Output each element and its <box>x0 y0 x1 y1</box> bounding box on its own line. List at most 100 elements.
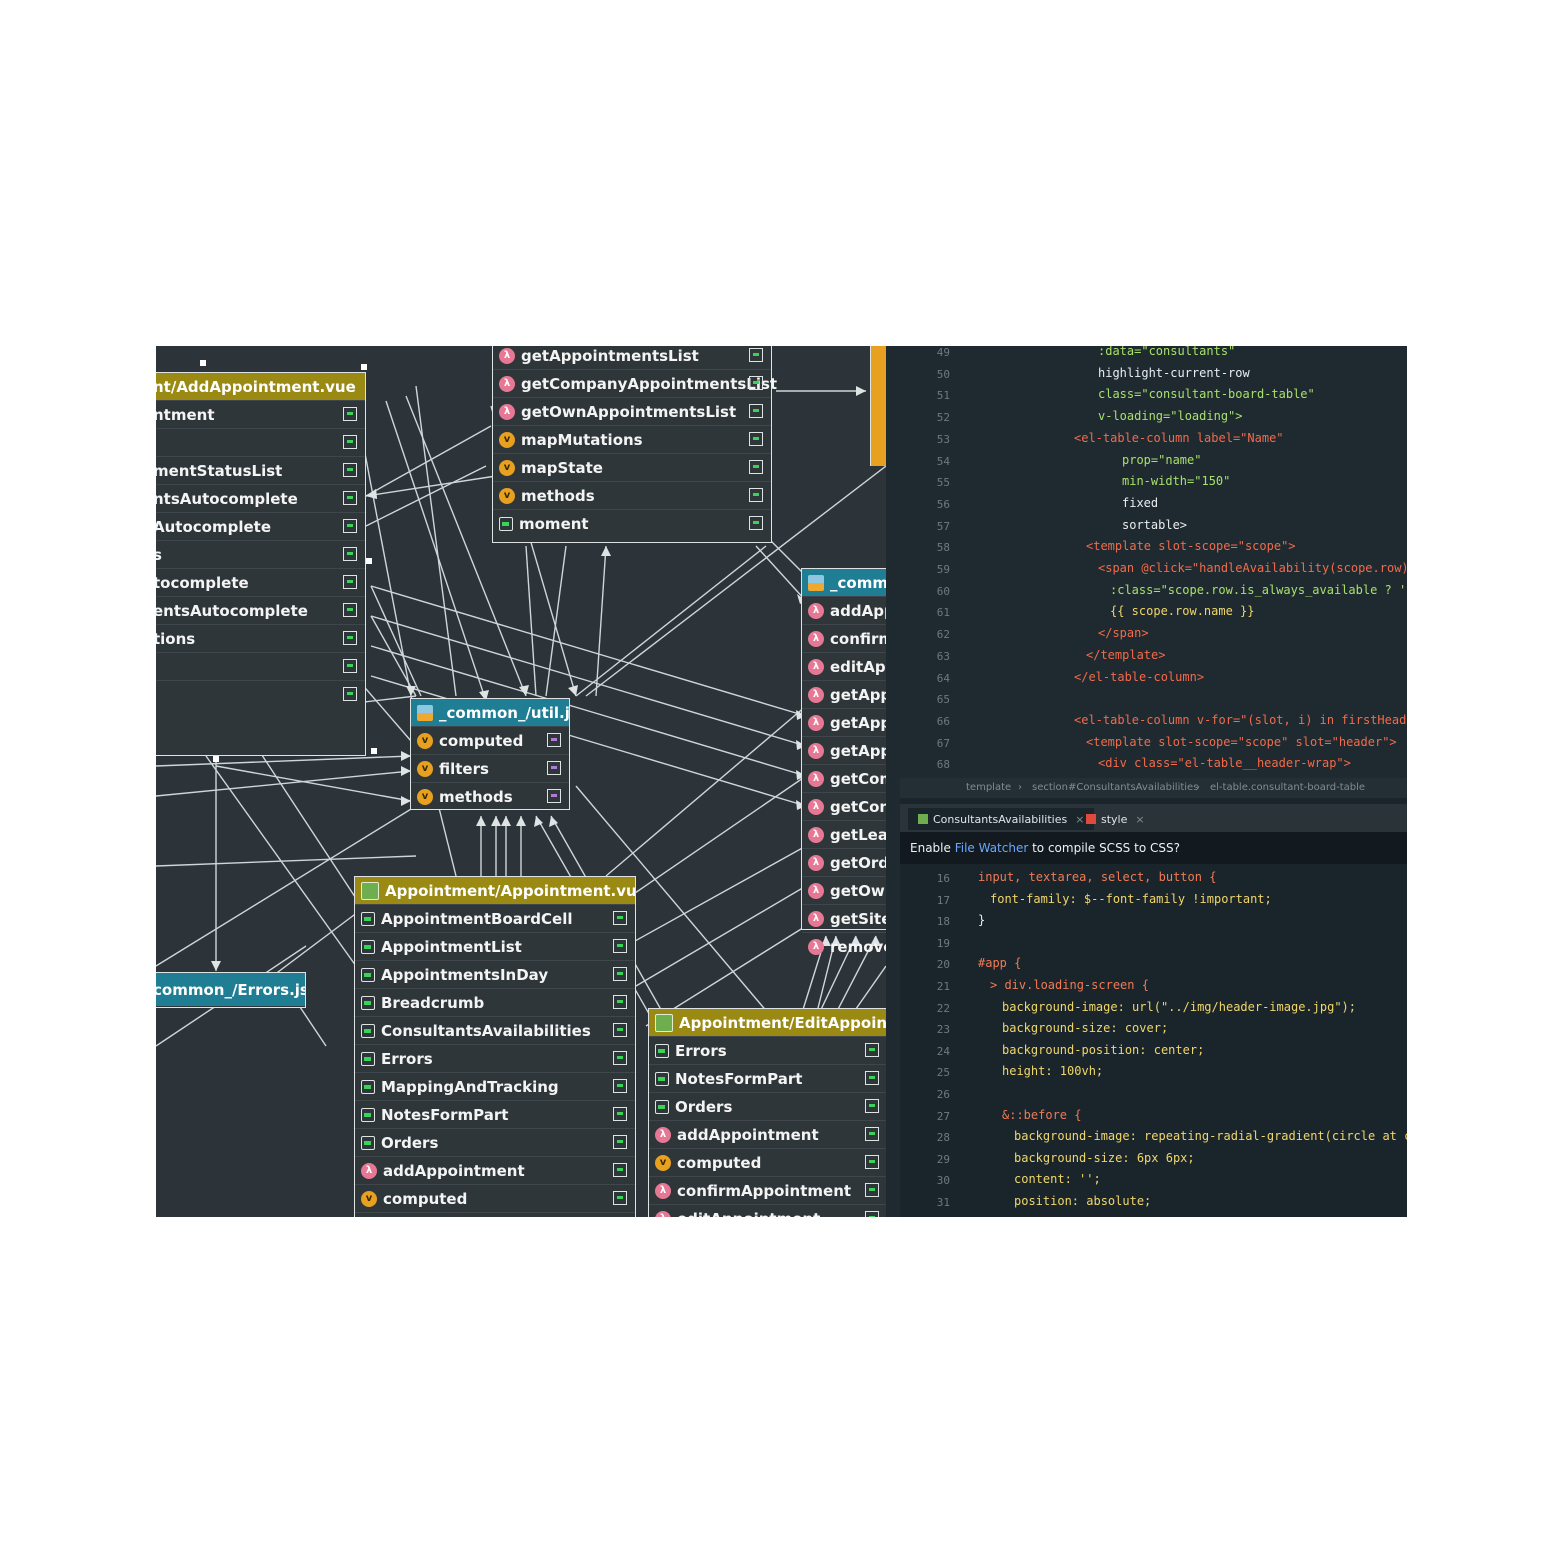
node-row[interactable]: Orders <box>649 1092 886 1120</box>
code-line[interactable]: <div class="el-table__header-wrap"> <box>1098 756 1351 771</box>
export-icon[interactable] <box>865 1043 879 1057</box>
export-icon[interactable] <box>343 435 357 449</box>
tab-style[interactable]: style × <box>1076 808 1155 830</box>
node-row[interactable] <box>156 652 365 680</box>
code-line[interactable]: min-width="150" <box>1122 474 1231 489</box>
code-line[interactable]: background-size: cover; <box>1002 1021 1169 1036</box>
node-row[interactable]: ntment <box>156 400 365 428</box>
node-row[interactable]: NotesFormPart <box>355 1100 635 1128</box>
close-icon[interactable]: × <box>1075 812 1085 826</box>
close-icon[interactable]: × <box>1135 812 1145 826</box>
export-icon[interactable] <box>613 1135 627 1149</box>
code-line[interactable]: highlight-current-row <box>1098 365 1250 380</box>
export-icon[interactable] <box>547 789 561 803</box>
node-header[interactable]: _common_/util.js <box>411 699 569 726</box>
code-line[interactable]: &::before { <box>1002 1107 1082 1122</box>
code-line[interactable]: position: absolute; <box>1014 1194 1152 1208</box>
export-icon[interactable] <box>865 1071 879 1085</box>
code-line[interactable]: <template slot-scope="scope" slot="heade… <box>1086 734 1397 749</box>
export-icon[interactable] <box>343 547 357 561</box>
code-line[interactable]: :data="consultants" <box>1098 346 1236 358</box>
export-icon[interactable] <box>749 516 763 530</box>
code-line[interactable]: } <box>978 913 986 928</box>
file-watcher-link[interactable]: File Watcher <box>954 841 1029 855</box>
export-icon[interactable] <box>613 1051 627 1065</box>
export-icon[interactable] <box>613 995 627 1009</box>
node-row[interactable]: MappingAndTracking <box>355 1072 635 1100</box>
code-line[interactable]: </el-table-column> <box>1074 669 1205 684</box>
export-icon[interactable] <box>865 1211 879 1217</box>
code-line[interactable]: height: 100vh; <box>1002 1064 1104 1079</box>
node-row[interactable]: λgetAppoir <box>802 680 886 708</box>
node-row[interactable]: λeditAppointment <box>649 1204 886 1217</box>
breadcrumb-item[interactable]: template <box>966 782 1012 793</box>
node-row[interactable]: mentStatusList <box>156 456 365 484</box>
node-row[interactable]: λgetAppoir <box>802 708 886 736</box>
code-line[interactable]: class="consultant-board-table" <box>1098 387 1315 402</box>
node-row[interactable]: λremoveOr <box>802 932 886 960</box>
export-icon[interactable] <box>343 631 357 645</box>
code-line[interactable]: input, textarea, select, button { <box>978 870 1217 884</box>
export-icon[interactable] <box>749 432 763 446</box>
export-icon[interactable] <box>547 761 561 775</box>
node-header[interactable]: common_/Errors.js <box>156 973 305 1006</box>
export-icon[interactable] <box>547 733 561 747</box>
export-icon[interactable] <box>613 911 627 925</box>
code-line[interactable]: height: 100%; <box>1014 1216 1108 1217</box>
code-line[interactable]: <template slot-scope="scope"> <box>1086 539 1296 554</box>
node-header[interactable]: _common <box>802 569 886 596</box>
export-icon[interactable] <box>613 1023 627 1037</box>
resize-handle[interactable] <box>371 748 377 754</box>
code-line[interactable]: {{ scope.row.name }} <box>1110 604 1255 619</box>
code-line[interactable]: sortable> <box>1122 517 1188 532</box>
export-icon[interactable] <box>613 1107 627 1121</box>
export-icon[interactable] <box>343 687 357 701</box>
export-icon[interactable] <box>865 1155 879 1169</box>
export-icon[interactable] <box>343 603 357 617</box>
resize-handle[interactable] <box>213 756 219 762</box>
node-errors-js[interactable]: common_/Errors.js <box>156 972 306 1008</box>
breadcrumb-item[interactable]: el-table.consultant-board-table <box>1210 782 1366 793</box>
node-row[interactable]: Errors <box>355 1044 635 1072</box>
node-row[interactable]: AppointmentsInDay <box>355 960 635 988</box>
node-appointment-vue[interactable]: Appointment/Appointment.vue AppointmentB… <box>354 876 636 1217</box>
export-icon[interactable] <box>343 407 357 421</box>
export-icon[interactable] <box>343 519 357 533</box>
code-line[interactable]: <el-table-column label="Name" <box>1074 430 1284 445</box>
node-row[interactable]: λeditAppoi <box>802 652 886 680</box>
export-icon[interactable] <box>343 491 357 505</box>
export-icon[interactable] <box>865 1127 879 1141</box>
code-line[interactable]: > div.loading-screen { <box>990 978 1149 992</box>
node-row[interactable]: Orders <box>355 1128 635 1156</box>
export-icon[interactable] <box>749 348 763 362</box>
node-row[interactable]: ntsAutocomplete <box>156 484 365 512</box>
node-row[interactable]: ConsultantsAvailabilities <box>355 1016 635 1044</box>
code-line[interactable]: <span @click="handleAvailability(scope.r… <box>1098 561 1407 575</box>
node-row[interactable]: Errors <box>649 1036 886 1064</box>
export-icon[interactable] <box>865 1183 879 1197</box>
node-row[interactable] <box>156 428 365 456</box>
node-row[interactable]: entsAutocomplete <box>156 596 365 624</box>
node-row[interactable]: s <box>156 540 365 568</box>
node-row[interactable]: NotesFormPart <box>649 1064 886 1092</box>
node-row[interactable]: tions <box>156 624 365 652</box>
node-edit-appointment-vue[interactable]: Appointment/EditAppointment.vue ErrorsNo… <box>648 1008 886 1217</box>
export-icon[interactable] <box>613 1191 627 1205</box>
code-line[interactable]: v-loading="loading"> <box>1098 409 1243 424</box>
node-row[interactable]: λgetConsul <box>802 792 886 820</box>
node-row[interactable]: Breadcrumb <box>355 988 635 1016</box>
